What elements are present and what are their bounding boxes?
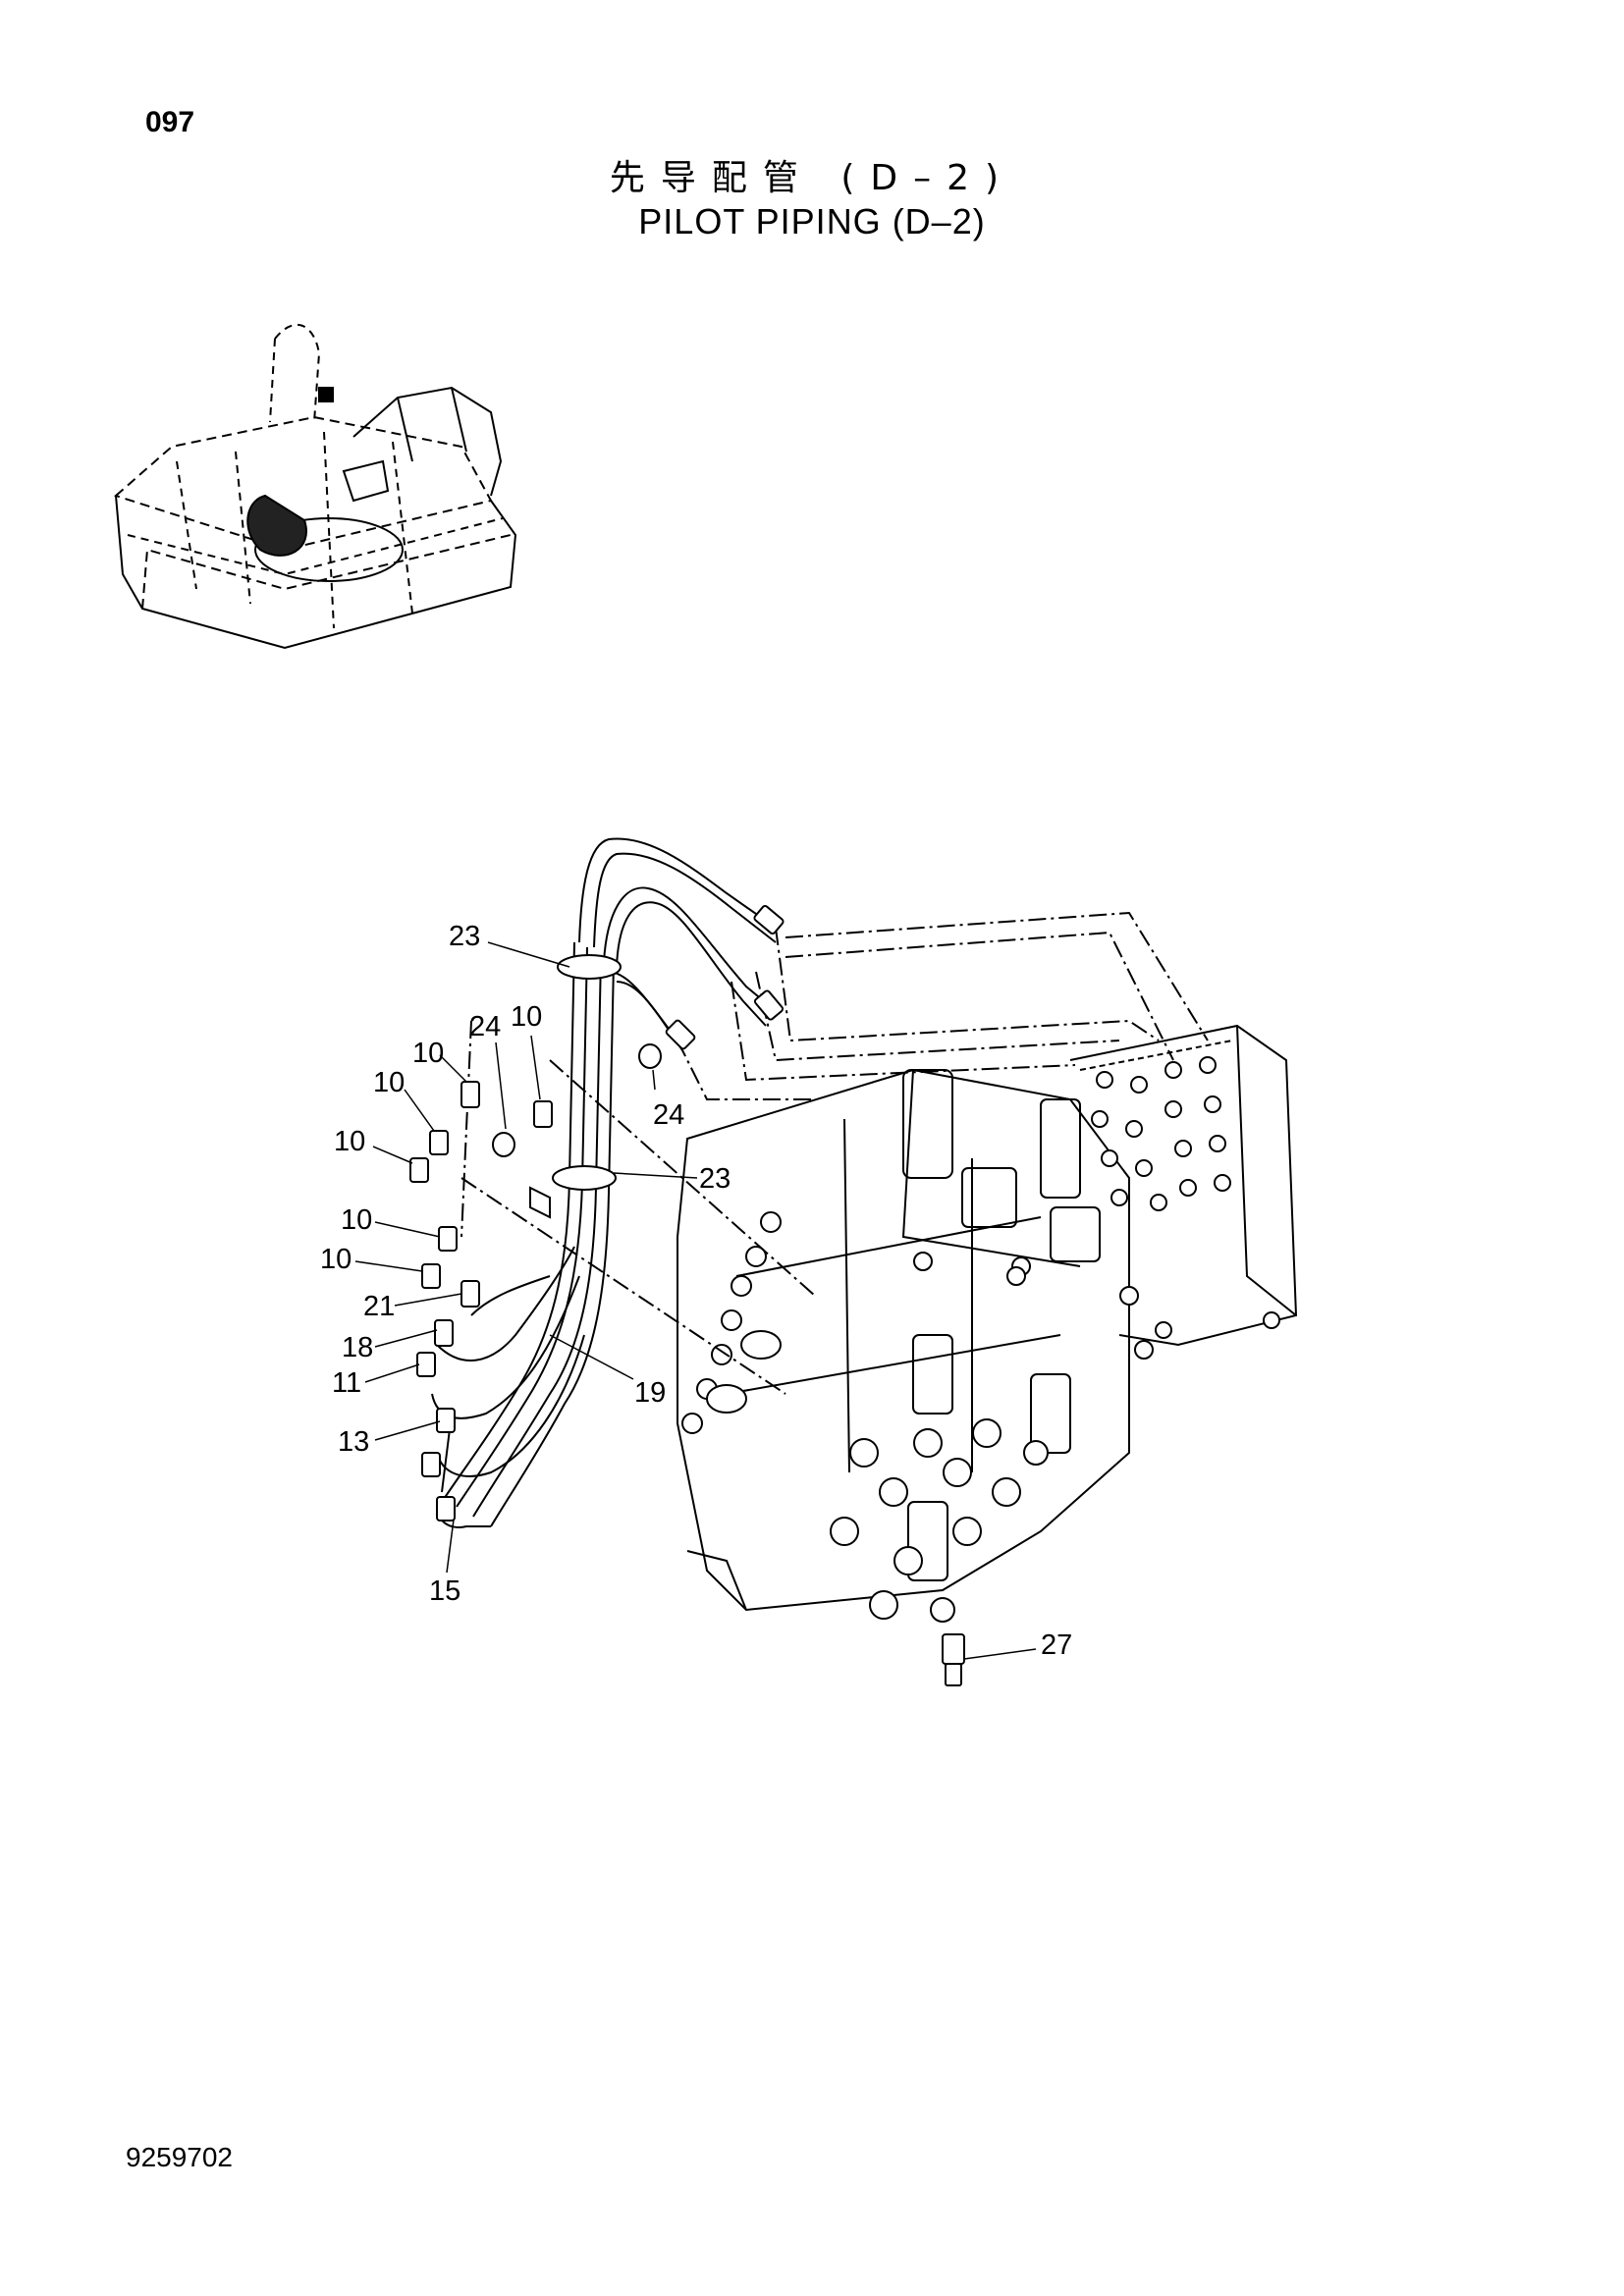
callout-24-top: 24 — [469, 1011, 501, 1042]
hose-end-fittings — [665, 904, 785, 1050]
callout-19: 19 — [634, 1377, 666, 1409]
document-number: 9259702 — [126, 2142, 234, 2172]
callout-10-lower: 10 — [341, 1204, 372, 1236]
callout-27: 27 — [1041, 1629, 1072, 1661]
machine-locator-sketch — [114, 323, 517, 650]
callout-10-bottom: 10 — [320, 1244, 352, 1275]
hose-clamps — [529, 954, 622, 1219]
title-chinese: 先导配管 (D–2) — [609, 158, 1015, 198]
control-valve-assembly — [677, 1024, 1298, 1612]
callout-10-top-right: 10 — [511, 1001, 542, 1033]
callout-23-top: 23 — [449, 921, 480, 952]
leader-lines — [354, 941, 1037, 1660]
callout-11: 11 — [332, 1367, 361, 1399]
callout-13: 13 — [338, 1426, 369, 1458]
callout-10-left: 10 — [334, 1126, 365, 1157]
title-english: PILOT PIPING (D–2) — [638, 201, 986, 241]
valve-ports — [681, 1056, 1280, 1623]
small-fittings — [409, 1043, 965, 1686]
callout-15: 15 — [429, 1575, 460, 1607]
callout-10-upper: 10 — [412, 1038, 444, 1069]
callout-23-right: 23 — [699, 1163, 731, 1195]
callout-10-middle: 10 — [373, 1067, 405, 1098]
page-number: 097 — [145, 106, 195, 138]
callout-21: 21 — [363, 1291, 395, 1322]
callout-24-right: 24 — [653, 1099, 684, 1131]
callout-labels: 23 24 10 10 10 10 24 23 10 10 21 18 11 1… — [320, 921, 1072, 1661]
callout-18: 18 — [342, 1332, 373, 1363]
pilot-hoses — [431, 837, 1209, 1528]
